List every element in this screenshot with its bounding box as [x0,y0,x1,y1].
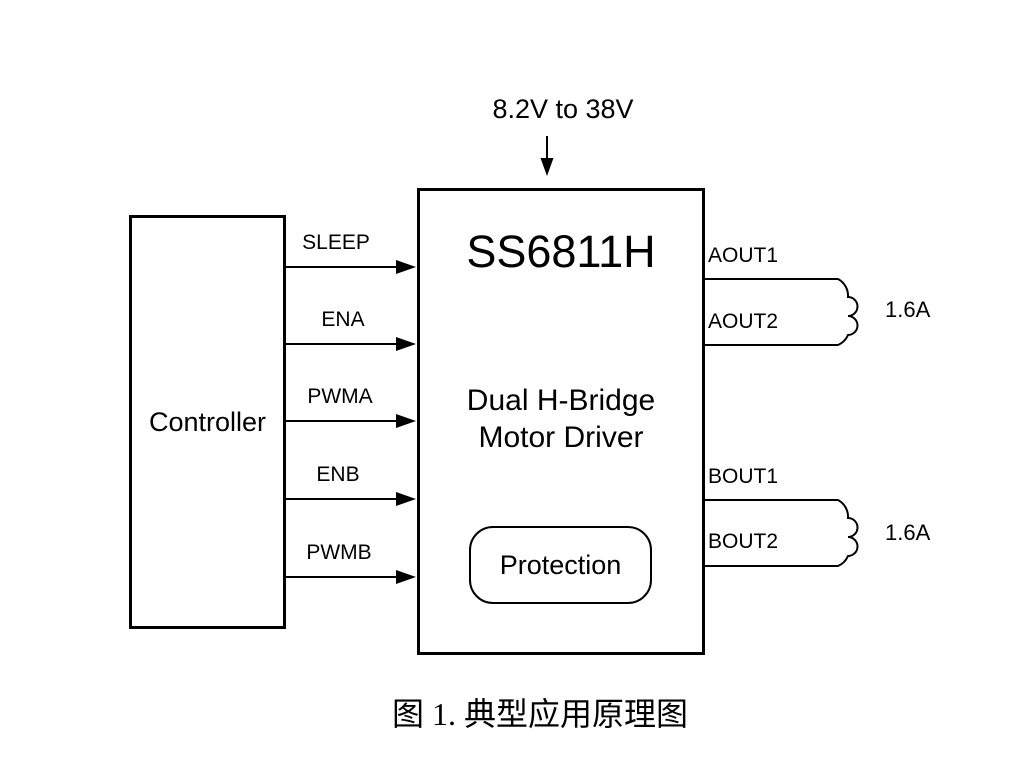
current-label-b: 1.6A [885,520,931,545]
motor-coil-a-icon [705,278,859,346]
figure-caption: 图 1. 典型应用原理图 [391,696,689,732]
signal-arrow-ena-icon [286,337,416,351]
chip-description: Dual H-Bridge Motor Driver [417,382,705,456]
signal-arrow-pwmb-icon [286,570,416,584]
signal-arrow-enb-icon [286,492,416,506]
signal-label-enb: ENB [316,463,360,486]
controller-label: Controller [148,406,267,437]
signal-label-pwma: PWMA [307,385,373,408]
protection-box: Protection [469,526,652,604]
signal-label-ena: ENA [321,308,365,331]
pin-label-aout2: AOUT2 [708,310,779,333]
chip-description-line2: Motor Driver [478,421,644,454]
pin-label-bout1: BOUT1 [708,465,779,488]
supply-voltage-label: 8.2V to 38V [492,94,634,124]
signal-label-sleep: SLEEP [302,231,370,254]
current-label-a: 1.6A [885,297,931,322]
signal-arrow-pwma-icon [286,414,416,428]
pin-label-bout2: BOUT2 [708,530,779,553]
signal-label-pwmb: PWMB [306,541,372,564]
chip-name: SS6811H [466,226,656,277]
supply-down-arrow-icon [540,136,554,176]
signal-arrow-sleep-icon [286,260,416,274]
pin-label-aout1: AOUT1 [708,244,779,267]
protection-label: Protection [499,549,622,580]
chip-description-line1: Dual H-Bridge [466,384,656,417]
motor-coil-b-icon [705,499,859,567]
controller-box: Controller [129,215,286,629]
